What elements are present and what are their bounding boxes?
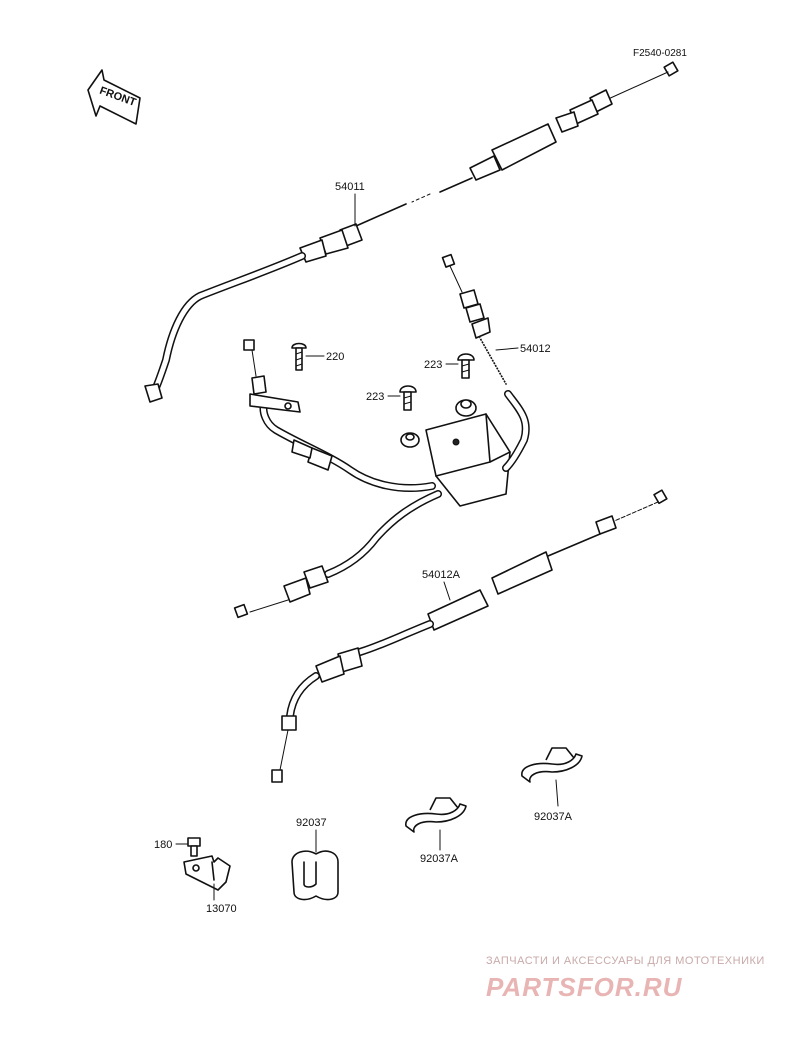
label-223-b: 223: [366, 391, 384, 403]
label-180: 180: [154, 839, 172, 851]
cable-54012A: [271, 489, 668, 783]
bracket-13070: [183, 855, 231, 891]
clamp-92037: [291, 850, 339, 901]
diagram-code: F2540-0281: [633, 48, 687, 59]
clamp-92037A-right: [521, 747, 583, 783]
label-54012: 54012: [520, 343, 551, 355]
label-92037: 92037: [296, 817, 327, 829]
watermark-tagline: ЗАПЧАСТИ И АКСЕССУАРЫ ДЛЯ МОТОТЕХНИКИ: [486, 955, 765, 967]
junction-box: [400, 399, 511, 507]
label-220: 220: [326, 351, 344, 363]
label-54012A: 54012A: [422, 569, 461, 581]
label-223-a: 223: [424, 359, 442, 371]
label-92037A-right: 92037A: [534, 811, 573, 823]
label-54011: 54011: [335, 181, 365, 193]
cable-54012: [233, 253, 530, 619]
screw-223-b: [399, 385, 417, 411]
front-arrow-icon: FRONT: [87, 69, 141, 125]
bolt-180: [187, 837, 201, 857]
screw-223-a: [457, 353, 475, 379]
cable-54011: [144, 61, 679, 403]
label-13070: 13070: [206, 903, 237, 915]
label-92037A-center: 92037A: [420, 853, 459, 865]
clamp-92037A-center: [405, 797, 467, 833]
screw-220: [291, 342, 307, 371]
watermark-logo: PARTSFOR.RU: [486, 972, 683, 1002]
